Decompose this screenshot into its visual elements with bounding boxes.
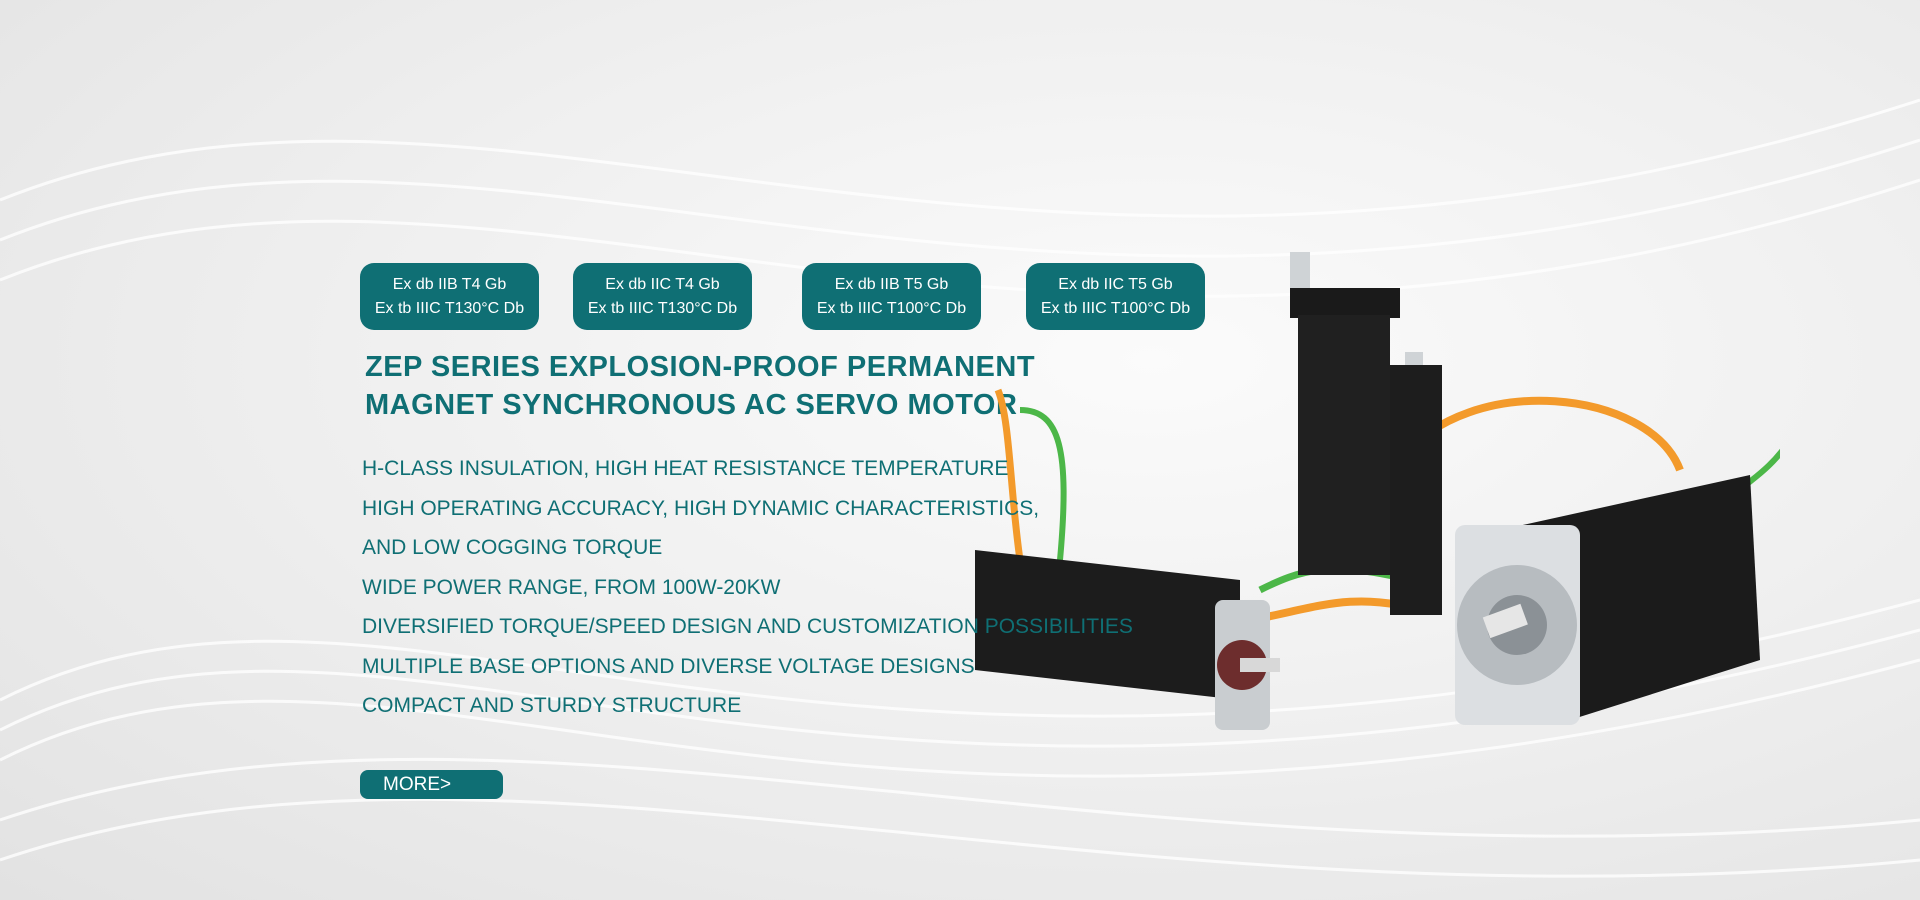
feature-item: WIDE POWER RANGE, FROM 100W-20KW	[362, 575, 781, 599]
feature-item: MULTIPLE BASE OPTIONS AND DIVERSE VOLTAG…	[362, 654, 975, 678]
certification-badge: Ex db IIC T5 Gb Ex tb IIIC T100°C Db	[1026, 263, 1205, 330]
badge-line: Ex db IIC T4 Gb	[605, 275, 720, 293]
badge-line: Ex db IIC T5 Gb	[1058, 275, 1173, 293]
page-title: ZEP SERIES EXPLOSION-PROOF PERMANENT MAG…	[365, 348, 1035, 424]
badge-line: Ex db IIB T4 Gb	[392, 275, 507, 293]
title-line: MAGNET SYNCHRONOUS AC SERVO MOTOR	[365, 389, 1018, 421]
badge-line: Ex db IIB T5 Gb	[834, 275, 949, 293]
badge-line: Ex tb IIIC T130°C Db	[374, 299, 525, 317]
badge-line: Ex tb IIIC T100°C Db	[1040, 299, 1191, 317]
certification-badge: Ex db IIC T4 Gb Ex tb IIIC T130°C Db	[573, 263, 752, 330]
badge-line: Ex tb IIIC T100°C Db	[816, 299, 967, 317]
feature-item: COMPACT AND STURDY STRUCTURE	[362, 694, 742, 717]
badge-line: Ex tb IIIC T130°C Db	[587, 299, 738, 317]
more-button[interactable]: MORE>	[360, 770, 503, 799]
feature-item: AND LOW COGGING TORQUE	[362, 536, 663, 559]
feature-item: HIGH OPERATING ACCURACY, HIGH DYNAMIC CH…	[362, 496, 1040, 520]
feature-list: H-CLASS INSULATION, HIGH HEAT RESISTANCE…	[362, 449, 1133, 726]
certification-badge: Ex db IIB T5 Gb Ex tb IIIC T100°C Db	[802, 263, 981, 330]
servo-motor-image	[975, 252, 1780, 730]
title-line: ZEP SERIES EXPLOSION-PROOF PERMANENT	[365, 351, 1036, 383]
feature-item: H-CLASS INSULATION, HIGH HEAT RESISTANCE…	[362, 457, 1009, 480]
certification-badge: Ex db IIB T4 Gb Ex tb IIIC T130°C Db	[360, 263, 539, 330]
feature-item: DIVERSIFIED TORQUE/SPEED DESIGN AND CUST…	[362, 615, 1133, 638]
